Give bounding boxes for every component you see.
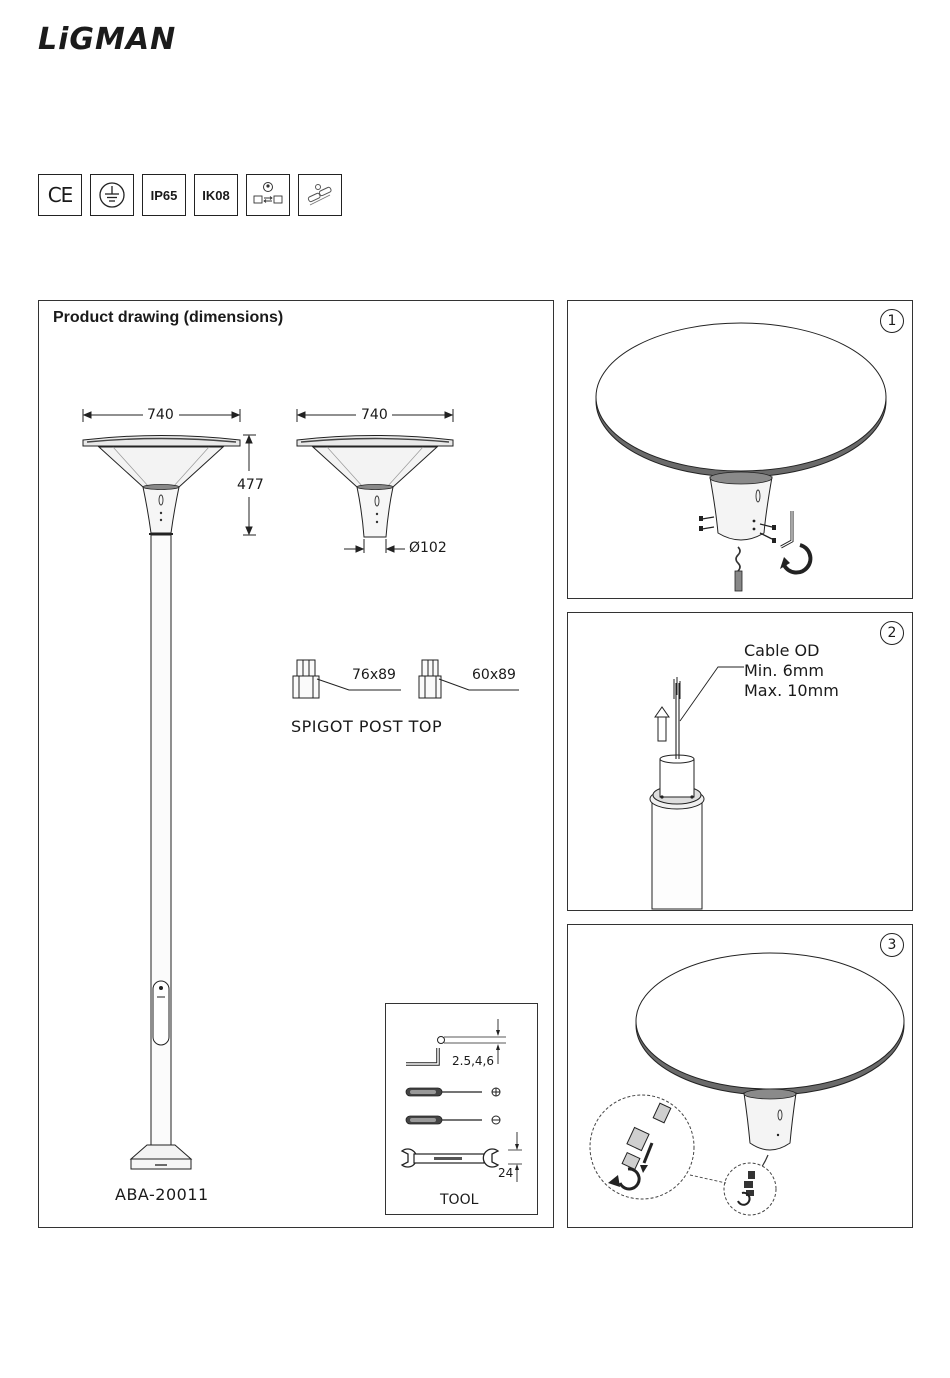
height-dimension: 477 xyxy=(237,477,264,493)
tools-drawing xyxy=(386,1004,537,1214)
wrench-size: 24 xyxy=(498,1166,513,1180)
product-drawing-panel: Product drawing (dimensions) xyxy=(38,300,554,1228)
cable-od-title: Cable OD xyxy=(744,641,839,661)
certification-row: CE IP65 IK08 xyxy=(38,174,342,216)
ce-mark-icon: CE xyxy=(38,174,82,216)
step-2-illustration xyxy=(568,613,912,910)
step-3-panel: 3 xyxy=(567,924,913,1228)
ip65-label: IP65 xyxy=(151,188,178,203)
step-3-illustration xyxy=(568,925,912,1227)
model-number: ABA-20011 xyxy=(115,1185,209,1204)
ce-mark-label: CE xyxy=(48,183,73,207)
tool-free-icon xyxy=(298,174,342,216)
cable-od-note: Cable OD Min. 6mm Max. 10mm xyxy=(744,641,839,701)
spigot-diameter: Ø102 xyxy=(409,540,447,556)
spigot-caption: SPIGOT POST TOP xyxy=(291,717,442,736)
tool-caption: TOOL xyxy=(440,1192,478,1208)
cable-od-max: Max. 10mm xyxy=(744,681,839,701)
ik08-label: IK08 xyxy=(202,188,229,203)
ip65-badge: IP65 xyxy=(142,174,186,216)
step-2-panel: 2 Cable OD Min. 6mm Max. 10mm xyxy=(567,612,913,911)
brand-logo: LiGMAN xyxy=(38,22,176,57)
dimmable-driver-icon xyxy=(246,174,290,216)
earth-ground-icon xyxy=(90,174,134,216)
step-1-illustration xyxy=(568,301,912,598)
spigot-a-size: 76x89 xyxy=(352,667,396,683)
tool-box: 2.5,4,6 24 TOOL xyxy=(385,1003,538,1215)
flat-screwdriver-icon xyxy=(406,1116,500,1124)
step-1-panel: 1 xyxy=(567,300,913,599)
phillips-screwdriver-icon xyxy=(406,1088,500,1096)
ik08-badge: IK08 xyxy=(194,174,238,216)
width-dimension-head: 740 xyxy=(361,407,388,423)
spigot-b-size: 60x89 xyxy=(472,667,516,683)
cable-od-min: Min. 6mm xyxy=(744,661,839,681)
hex-key-sizes: 2.5,4,6 xyxy=(452,1054,494,1068)
width-dimension-full: 740 xyxy=(147,407,174,423)
